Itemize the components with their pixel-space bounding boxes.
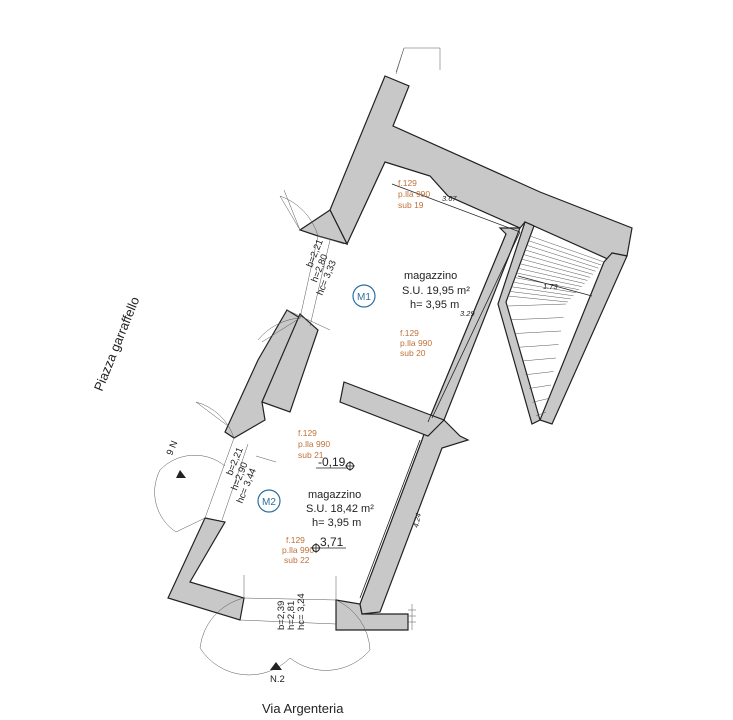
level-markers: -0,19 3,71	[311, 455, 355, 553]
stair-tread	[526, 244, 599, 269]
stair-tread	[518, 268, 585, 284]
door-3-h: h=2,81	[286, 601, 297, 630]
room-outlines	[346, 161, 521, 605]
room-m2-name: magazzino	[308, 489, 361, 501]
cadastral-sub21-line1: f.129	[298, 428, 317, 438]
stair-tread	[511, 286, 574, 297]
dim-m1-depth: 3.29	[460, 309, 475, 318]
room-m1: magazzino S.U. 19,95 m² h= 3,95 m f.129 …	[352, 178, 470, 358]
room-m2: magazzino S.U. 18,42 m² h= 3,95 m f.129 …	[257, 428, 374, 565]
inner-pier	[261, 313, 319, 413]
marker-n1: 9 N	[165, 439, 186, 478]
stair-west-wall	[497, 221, 541, 425]
staircase	[507, 235, 605, 417]
cadastral-sub22-line1: f.129	[286, 535, 305, 545]
door-3-b: b=2,39	[276, 601, 287, 630]
door-1-annotation: b=2,21 h=2,80 hc= 3,33	[305, 238, 339, 297]
stair-tread	[516, 272, 582, 287]
marker-n2: N.2	[270, 662, 285, 685]
door-3-hc: hc= 3,24	[296, 593, 307, 630]
cadastral-sub21-line3: sub 21	[298, 450, 324, 460]
stair-tread	[532, 398, 549, 403]
dim-m2-depth: 4.24	[411, 512, 423, 528]
dimension-lines	[359, 183, 593, 599]
marker-n1-arrow	[176, 470, 186, 478]
room-m1-height: h= 3,95 m	[410, 299, 459, 311]
room-m1-id: M1	[357, 292, 371, 303]
cadastral-sub19-line3: sub 19	[398, 200, 424, 210]
room-m2-id: M2	[262, 497, 276, 508]
stair-tread	[523, 254, 593, 275]
stair-tread	[518, 344, 559, 348]
cadastral-sub20-line1: f.129	[400, 328, 419, 338]
cadastral-sub19-line1: f.129	[398, 178, 417, 188]
room-m1-area: S.U. 19,95 m²	[402, 285, 470, 297]
external-walls	[167, 75, 633, 631]
west-wall-lower	[167, 517, 245, 621]
north-wall	[329, 75, 633, 261]
stair-tread	[519, 263, 588, 281]
marker-n2-label: N.2	[270, 674, 285, 685]
marker-n2-arrow	[270, 662, 282, 670]
room-m2-height: h= 3,95 m	[312, 517, 361, 529]
upper-boundary-lines	[395, 47, 441, 75]
street-label-piazza: Piazza garraffello	[91, 295, 142, 394]
stair-tread	[513, 281, 577, 294]
stair-tread	[507, 295, 569, 303]
room-m1-marker	[352, 284, 376, 308]
stair-tread	[521, 258, 591, 278]
room-m2-marker	[257, 489, 281, 513]
marker-n1-label: 9 N	[165, 439, 181, 457]
stair-tread	[514, 330, 562, 334]
stair-tread	[528, 384, 552, 389]
stair-east-wall	[539, 252, 628, 425]
door-swings	[154, 189, 416, 676]
dim-stair-width: 1.73	[543, 282, 558, 291]
cadastral-sub22-line2: p.lla 990	[282, 545, 314, 555]
level-a-text: -0,19	[318, 455, 346, 469]
cadastral-sub20-line3: sub 20	[400, 348, 426, 358]
room-m1-name: magazzino	[404, 270, 457, 282]
street-label-via: Via Argenteria	[262, 701, 344, 716]
stair-tread	[521, 357, 557, 362]
stair-tread	[507, 303, 567, 307]
stair-tread	[528, 240, 602, 266]
door-3-annotation: b=2,39 h=2,81 hc= 3,24	[276, 593, 307, 630]
stair-tread	[535, 411, 547, 417]
dim-m1-width: 3.67	[442, 194, 457, 203]
cadastral-sub19-line2: p.lla 990	[398, 189, 430, 199]
door-2-annotation: b=2,21 h=2,90 hc= 3,44	[225, 446, 259, 505]
stair-tread	[525, 371, 554, 375]
cadastral-sub21-line2: p.lla 990	[298, 439, 330, 449]
cadastral-sub20-line2: p.lla 990	[400, 338, 432, 348]
stair-tread	[529, 235, 605, 263]
stair-tread	[511, 317, 564, 320]
level-b-text: 3,71	[320, 535, 344, 549]
cadastral-sub22-line3: sub 22	[284, 555, 310, 565]
stair-tread	[509, 291, 571, 300]
stair-tread	[524, 249, 596, 272]
partition-wall	[339, 381, 446, 437]
room-m2-area: S.U. 18,42 m²	[306, 503, 374, 515]
